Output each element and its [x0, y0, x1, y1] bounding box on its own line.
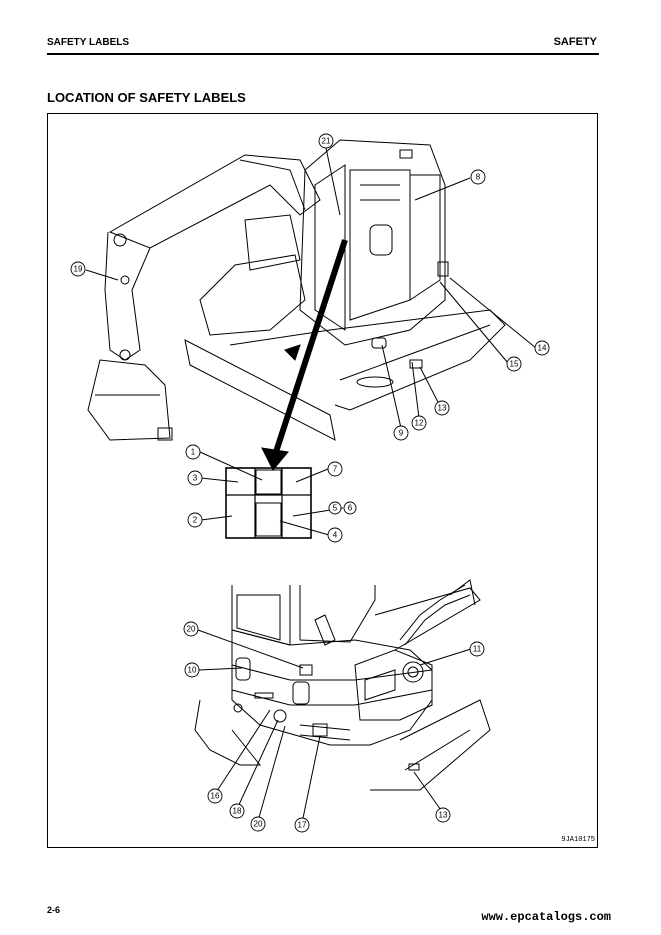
label-panel [225, 467, 312, 539]
callout-text: 18 [233, 807, 242, 816]
rear-cab-lower [231, 585, 291, 646]
callout-15 [506, 356, 522, 372]
callout-text: 17 [298, 821, 307, 830]
watermark-url: www.epcatalogs.com [481, 910, 611, 924]
callout-4 [327, 527, 343, 543]
callout-17 [294, 817, 310, 833]
callout-text: 15 [510, 360, 519, 369]
dozer-blade [184, 339, 336, 441]
callout-20-lower [250, 816, 266, 832]
callout-5 [328, 501, 342, 515]
callout-13-bottom [435, 807, 451, 823]
callout-8 [470, 169, 486, 185]
callout-3 [187, 470, 203, 486]
callout-14 [534, 340, 550, 356]
callout-20-bottom [183, 621, 199, 637]
bucket-shape [87, 359, 171, 441]
callout-9 [393, 425, 409, 441]
running-header-left: SAFETY LABELS [47, 37, 130, 48]
callout-text: 11 [473, 645, 482, 654]
callout-text: 6 [348, 504, 353, 513]
callout-2 [187, 512, 203, 528]
header-rule [47, 53, 599, 55]
callout-text: 16 [211, 792, 220, 801]
section-title: LOCATION OF SAFETY LABELS [47, 90, 246, 105]
page-number: 2-6 [47, 905, 61, 915]
callout-16 [207, 788, 223, 804]
callout-text: 14 [538, 344, 547, 353]
callout-7 [327, 461, 343, 477]
callout-18 [229, 803, 245, 819]
track-frame [229, 309, 506, 411]
callout-10 [184, 662, 200, 678]
arm-shape [104, 231, 151, 361]
callout-6 [343, 501, 357, 515]
callout-text: 9 [399, 429, 404, 438]
figure-frame [47, 113, 598, 848]
callout-12 [411, 415, 427, 431]
callout-text: 2 [193, 516, 198, 525]
callout-13-top [434, 400, 450, 416]
callout-text: 21 [322, 137, 331, 146]
callout-text: 13 [439, 811, 448, 820]
callout-19 [70, 261, 86, 277]
callout-text: 10 [188, 666, 197, 675]
upper-body [199, 254, 306, 336]
callout-text: 7 [333, 465, 338, 474]
callout-text: 8 [476, 173, 481, 182]
figure-code: 9JA10175 [561, 836, 595, 844]
callout-21-top [318, 133, 334, 149]
callout-1 [185, 444, 201, 460]
callout-text: 20 [254, 820, 263, 829]
callout-11 [469, 641, 485, 657]
callout-text: 1 [191, 448, 196, 457]
cab-body [299, 139, 446, 346]
callout-text: 3 [193, 474, 198, 483]
callout-text: 4 [333, 531, 338, 540]
counterweight [231, 629, 433, 746]
callout-text: 20 [187, 625, 196, 634]
callout-text: 12 [415, 419, 424, 428]
boom-shape [108, 154, 321, 249]
running-header-right: SAFETY [553, 36, 597, 48]
callout-text: 13 [438, 404, 447, 413]
callout-text: 19 [74, 265, 83, 274]
callout-text: 5 [333, 504, 338, 513]
